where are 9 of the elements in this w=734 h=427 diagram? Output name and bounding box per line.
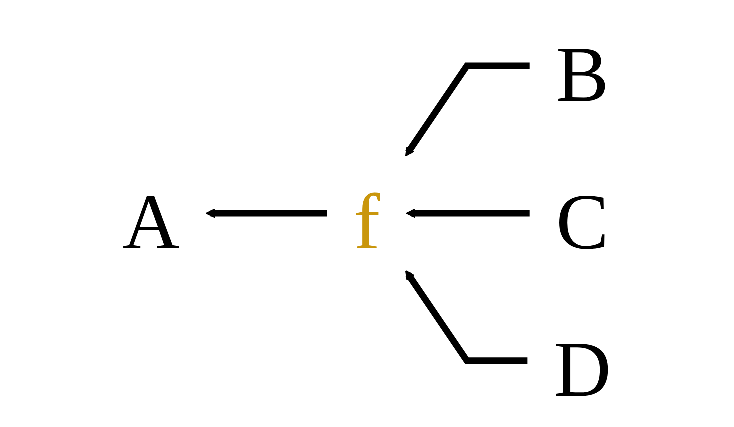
arrow: [405, 62, 530, 157]
arrow: [406, 208, 530, 218]
node-text: f: [354, 178, 380, 267]
node-text: B: [556, 31, 610, 120]
node-text: C: [556, 178, 610, 267]
arrow: [206, 208, 328, 218]
node-text: A: [122, 178, 180, 267]
node-text: D: [554, 326, 612, 414]
arrow: [405, 270, 528, 364]
